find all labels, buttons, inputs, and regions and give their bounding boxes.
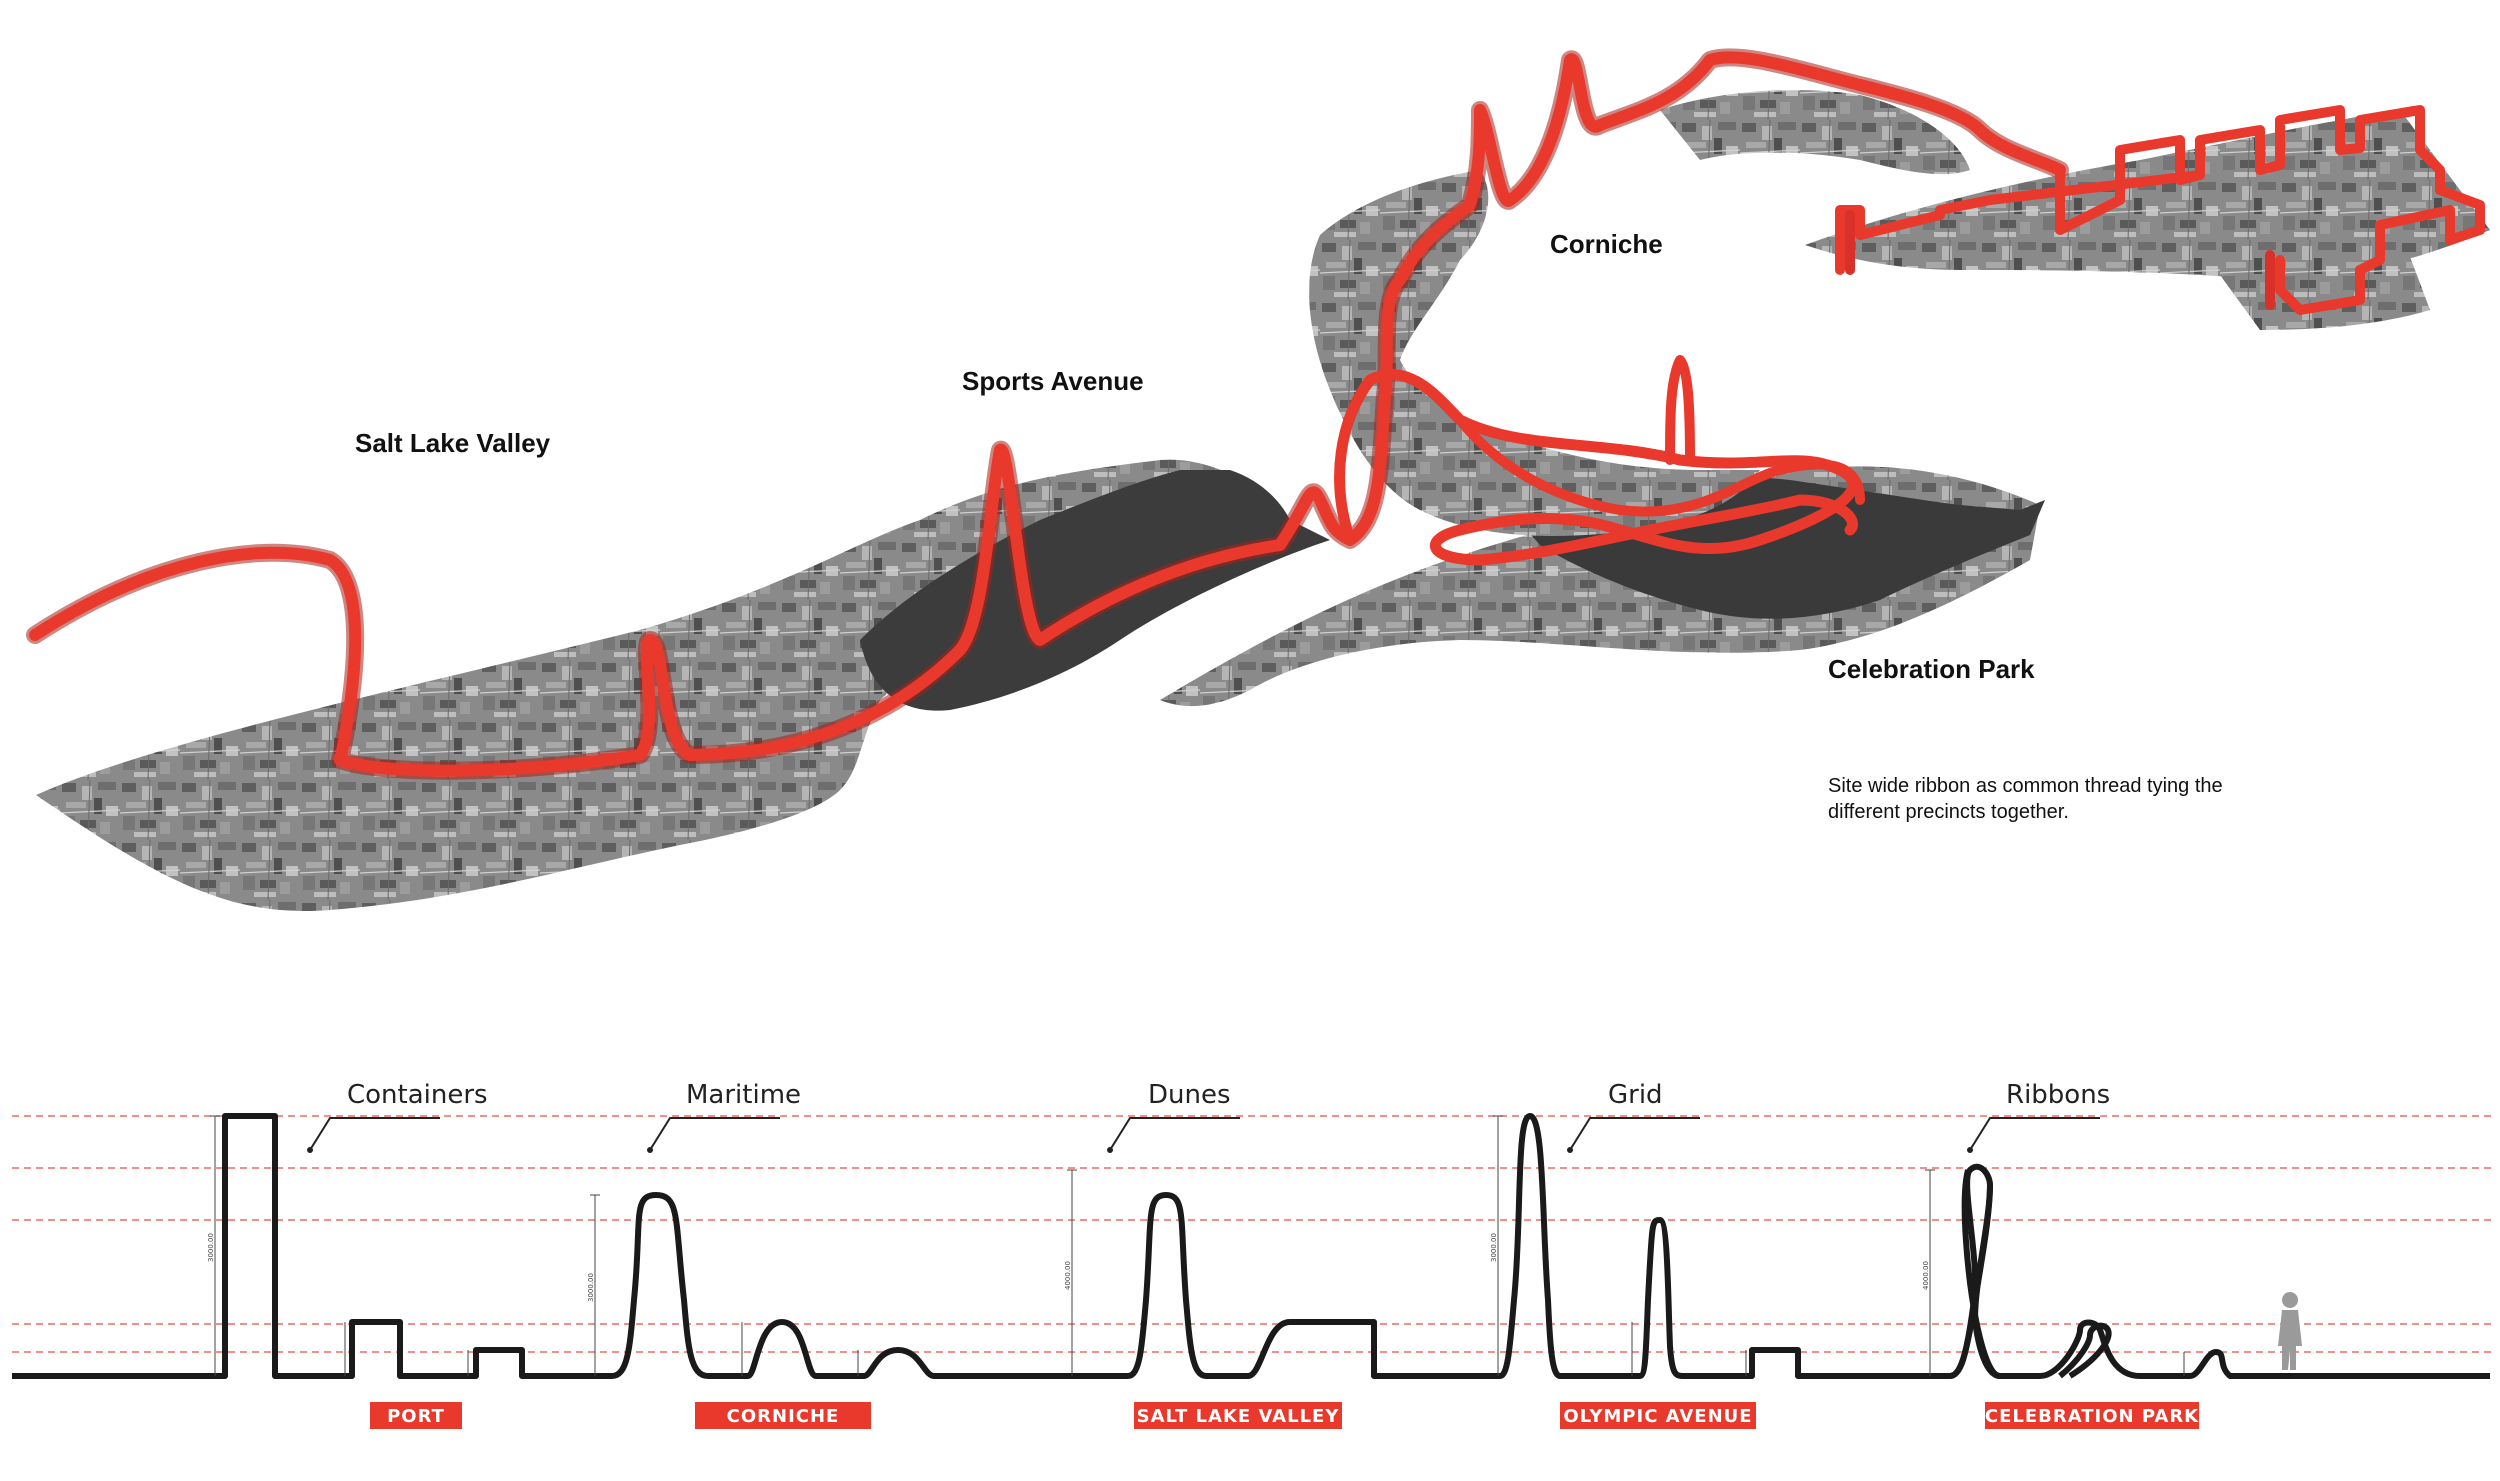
aerial-dark-zone bbox=[860, 470, 1330, 711]
precinct-tag-olympic-avenue-bg bbox=[1560, 1402, 1756, 1429]
type-label-maritime: Maritime bbox=[686, 1080, 801, 1110]
type-label-ribbons: Ribbons bbox=[2006, 1080, 2110, 1110]
precinct-tags: PORT CORNICHE SALT LAKE VALLEY OLYMPIC A… bbox=[370, 1402, 2199, 1429]
leader-dots bbox=[307, 1147, 1973, 1153]
ribbon-twist-cross bbox=[1949, 1169, 2001, 1379]
type-label-grid: Grid bbox=[1608, 1080, 1663, 1110]
precinct-tag-port-bg bbox=[370, 1402, 462, 1429]
precinct-tag-olympic-avenue: OLYMPIC AVENUE bbox=[1563, 1406, 1752, 1427]
dimension-label-5: 4000.00 bbox=[1922, 1261, 1930, 1290]
caption-line-1: Site wide ribbon as common thread tying … bbox=[1828, 775, 2223, 797]
site-wide-ribbon bbox=[26, 48, 2485, 780]
human-figure-icon bbox=[2278, 1292, 2302, 1370]
aerial-corniche-north bbox=[1660, 90, 1970, 175]
ribbon-spike-celebration bbox=[1665, 355, 1695, 465]
type-leaders bbox=[309, 1117, 2100, 1151]
precinct-tag-salt-lake-valley: SALT LAKE VALLEY bbox=[1137, 1406, 1340, 1427]
precinct-tag-celebration-park: CELEBRATION PARK bbox=[1985, 1406, 2199, 1427]
caption-line-2: different precincts together. bbox=[1828, 801, 2069, 823]
ribbon-main bbox=[29, 51, 2066, 777]
dimension-label-3: 4000.00 bbox=[1064, 1261, 1072, 1290]
dimension-label-4: 3000.00 bbox=[1490, 1233, 1498, 1262]
dimension-label-2: 3000.00 bbox=[587, 1273, 595, 1302]
precinct-tag-corniche-bg bbox=[695, 1402, 871, 1429]
precinct-tag-corniche: CORNICHE bbox=[727, 1406, 840, 1427]
profile-line bbox=[12, 1113, 2490, 1379]
type-label-containers: Containers bbox=[347, 1080, 488, 1110]
map-label-corniche: Corniche bbox=[1550, 229, 1663, 259]
map-label-salt-lake-valley: Salt Lake Valley bbox=[355, 428, 551, 458]
ribbon-grid-segment bbox=[1835, 105, 2485, 315]
precinct-tag-port: PORT bbox=[387, 1406, 445, 1427]
dimension-lines bbox=[210, 1115, 2185, 1376]
precinct-tag-salt-lake-valley-bg bbox=[1134, 1402, 1342, 1429]
dimension-label-1: 3000.00 bbox=[207, 1233, 215, 1262]
precinct-tag-celebration-park-bg bbox=[1985, 1402, 2199, 1429]
map-label-celebration-park: Celebration Park bbox=[1828, 654, 2035, 684]
ribbon-coastal-loop-2 bbox=[1455, 415, 1865, 517]
map-label-sports-avenue: Sports Avenue bbox=[962, 366, 1144, 396]
ribbon-loop-small bbox=[2058, 1322, 2112, 1379]
ribbon-profile-section: 3000.00 3000.00 4000.00 3000.00 4000.00 … bbox=[12, 1080, 2492, 1429]
ribbon-coastal-loop bbox=[1334, 369, 1859, 566]
type-label-dunes: Dunes bbox=[1148, 1080, 1231, 1110]
aerial-celebration-strip bbox=[1805, 110, 2490, 280]
height-guide-lines bbox=[12, 1115, 2492, 1353]
